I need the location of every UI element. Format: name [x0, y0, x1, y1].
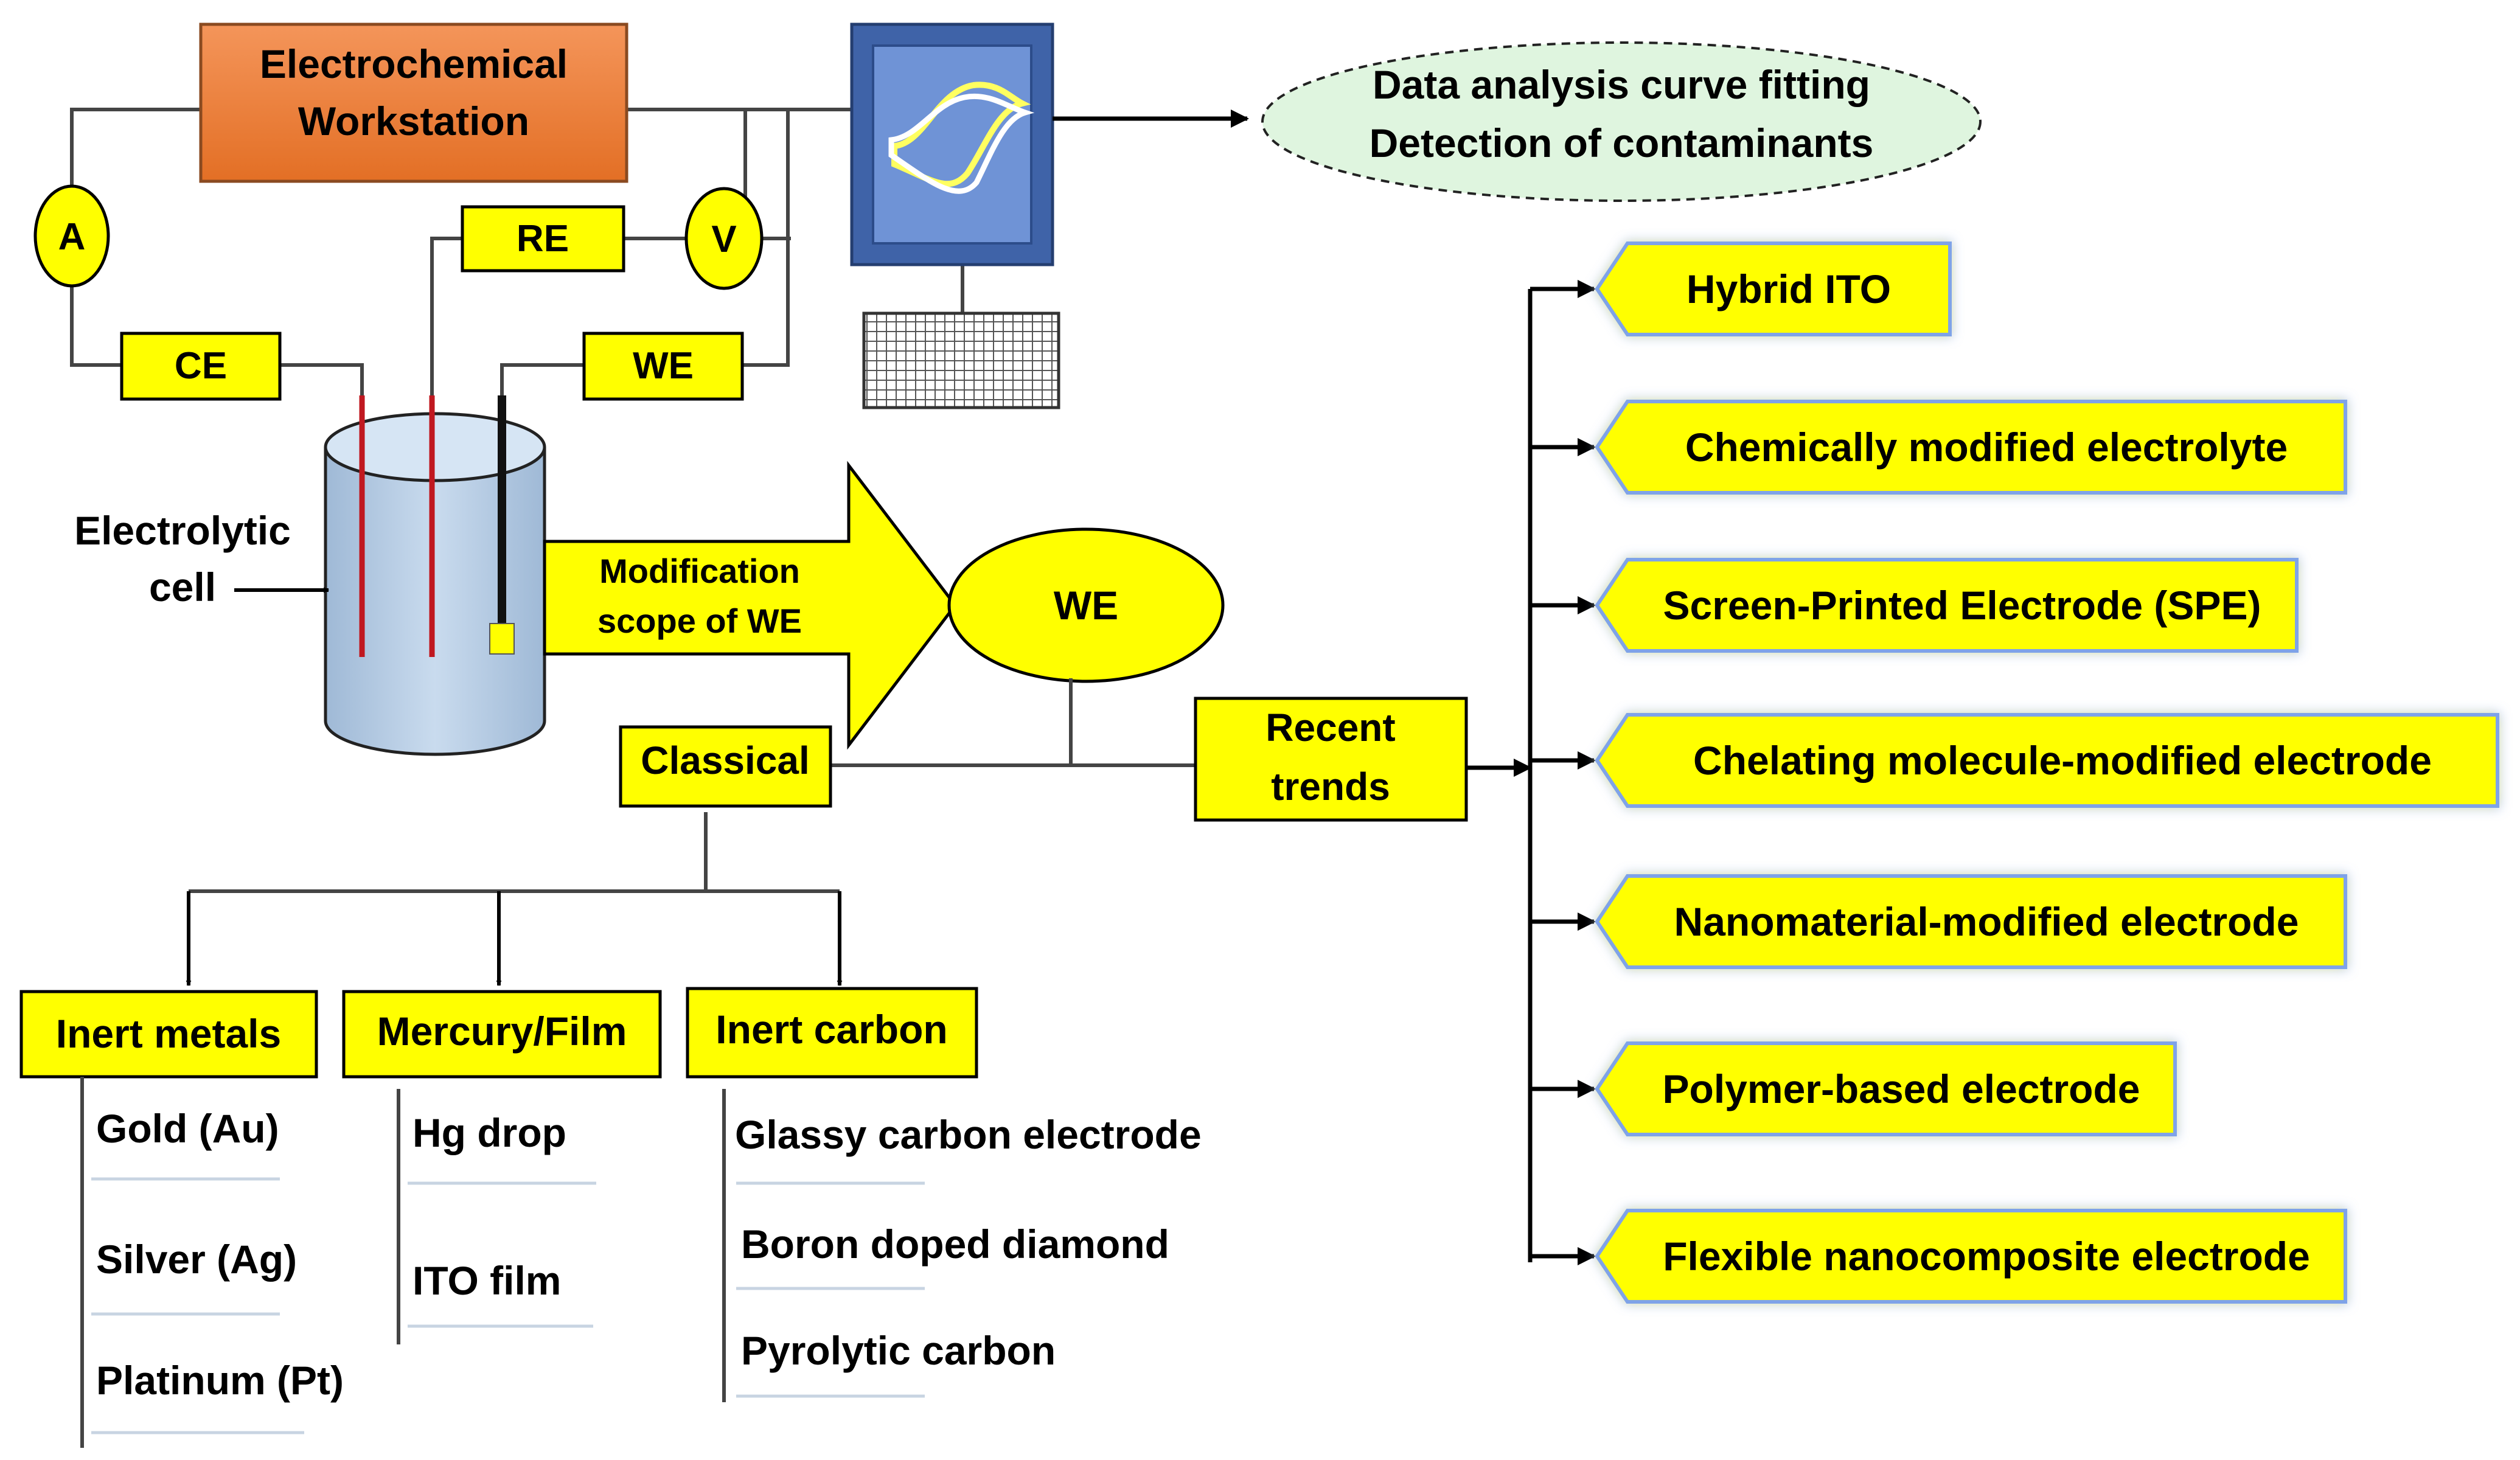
mercury-film-box: Mercury/Film [342, 990, 662, 1079]
trend-tag: Chelating molecule-modified electrode [1595, 713, 2499, 808]
workstation-label-line1: Electrochemical [260, 41, 568, 86]
we-node-label: WE [1054, 583, 1118, 628]
inert-carbon-item: Pyrolytic carbon [741, 1328, 1056, 1373]
trend-tag-shape [1595, 242, 1952, 336]
inert-carbon-box: Inert carbon [686, 987, 978, 1079]
re-box: RE [461, 205, 625, 273]
category-arrows [186, 891, 843, 986]
tree-lines [189, 678, 1196, 893]
inert-metal-item: Gold (Au) [96, 1106, 279, 1151]
data-analysis-cloud: Data analysis curve fitting Detection of… [1261, 41, 1982, 202]
mercury-film-item: Hg drop [412, 1110, 566, 1155]
subitem-lines [80, 1077, 726, 1448]
recent-line1: Recent [1265, 706, 1395, 749]
cv-curve-white [888, 93, 1035, 194]
we-node: WE [947, 527, 1225, 683]
classical-box: Classical [619, 725, 832, 808]
classical-label: Classical [641, 739, 810, 782]
analysis-line1: Data analysis curve fitting [1373, 62, 1870, 107]
ce-box: CE [120, 332, 282, 401]
trend-tag-shape [1595, 1041, 2177, 1136]
trend-label: Chemically modified electrolyte [1685, 425, 2288, 470]
trend-tag: Chemically modified electrolyte [1595, 400, 2347, 495]
trend-tag: Polymer-based electrode [1595, 1041, 2177, 1136]
trend-tag: Flexible nanocomposite electrode [1595, 1209, 2347, 1304]
inert-metal-item: Platinum (Pt) [96, 1358, 344, 1403]
we-box: WE [582, 332, 744, 401]
analysis-line2: Detection of contaminants [1370, 120, 1874, 165]
keyboard [862, 311, 1060, 409]
trend-label: Flexible nanocomposite electrode [1663, 1234, 2310, 1279]
inert-carbon-item: Boron doped diamond [741, 1222, 1169, 1267]
inert-carbon-title: Inert carbon [715, 1007, 947, 1052]
ammeter: A [33, 184, 110, 288]
ce-label: CE [175, 345, 227, 387]
trend-tag-shape [1595, 874, 2347, 969]
cell-label-line1: Electrolytic [74, 508, 291, 553]
trend-label: Chelating molecule-modified electrode [1693, 738, 2432, 783]
re-label: RE [517, 218, 569, 260]
voltmeter: V [684, 187, 764, 290]
trend-tag-shape [1595, 1209, 2347, 1304]
trend-tag-shape [1595, 558, 2299, 653]
trend-tag-shape [1595, 400, 2347, 495]
trend-tags: Hybrid ITO Chemically modified electrolyt… [1595, 242, 2499, 1304]
monitor [850, 23, 1054, 266]
trend-label: Hybrid ITO [1686, 266, 1891, 311]
recent-box: Recent trends [1194, 697, 1468, 822]
subitem-underlines [91, 1177, 925, 1434]
trend-label: Screen-Printed Electrode (SPE) [1663, 583, 2261, 628]
trend-tag: Hybrid ITO [1595, 242, 1952, 336]
trend-tag: Screen-Printed Electrode (SPE) [1595, 558, 2299, 653]
trend-tag-shape [1595, 713, 2499, 808]
cell-label-line2: cell [149, 565, 216, 610]
inert-metals-title: Inert metals [56, 1011, 281, 1056]
ammeter-label: A [58, 216, 86, 258]
workstation-label-line2: Workstation [298, 99, 529, 144]
trend-branches [1530, 280, 1596, 1265]
modification-arrow: Modification scope of WE [543, 461, 958, 750]
modification-line1: Modification [599, 552, 800, 590]
workstation-box: Electrochemical Workstation [199, 23, 628, 183]
cell-label: Electrolytic cell [74, 508, 329, 610]
inert-metals-box: Inert metals [19, 990, 318, 1079]
mercury-film-item: ITO film [412, 1258, 561, 1303]
inert-carbon-item: Glassy carbon electrode [735, 1112, 1202, 1157]
trend-label: Polymer-based electrode [1663, 1066, 2140, 1111]
trend-label: Nanomaterial-modified electrode [1674, 899, 2299, 944]
we-box-label: WE [633, 345, 694, 387]
mercury-film-title: Mercury/Film [377, 1009, 627, 1054]
voltmeter-label: V [711, 218, 736, 260]
working-electrode-tip [489, 623, 515, 655]
inert-metal-item: Silver (Ag) [96, 1237, 297, 1282]
trend-tree [1466, 289, 1533, 1262]
recent-line2: trends [1271, 765, 1390, 808]
modification-line2: scope of WE [597, 602, 802, 640]
electrolytic-cell [324, 395, 546, 756]
trend-tag: Nanomaterial-modified electrode [1595, 874, 2347, 969]
